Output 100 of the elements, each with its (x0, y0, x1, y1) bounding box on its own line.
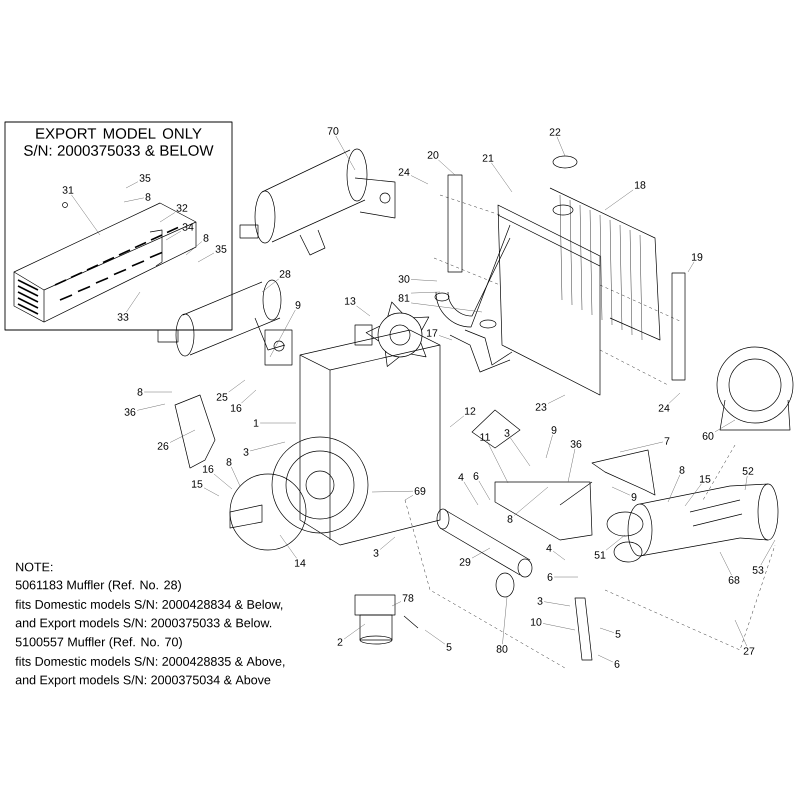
callout-number: 9 (632, 493, 636, 501)
callout-number: 25 (216, 393, 228, 401)
leader-line (356, 306, 370, 316)
callout-number: 80 (496, 645, 508, 653)
callout-number: 30 (398, 275, 410, 283)
callout-number: 26 (158, 442, 168, 450)
callout-number: 15 (192, 480, 202, 488)
leader-line (620, 442, 664, 452)
callout-number: 16 (202, 465, 214, 473)
leader-line (720, 552, 732, 576)
leader-line (260, 422, 296, 424)
callout-number: 27 (744, 647, 754, 655)
callout-number: 29 (460, 558, 470, 566)
callout-number: 10 (530, 618, 542, 626)
callout-number: 31 (62, 186, 74, 194)
callout-number: 6 (548, 573, 552, 581)
leader-line (487, 442, 508, 484)
leader-line (410, 292, 440, 294)
leader-line (744, 476, 748, 490)
leader-line (688, 262, 694, 272)
callout-number: 16 (230, 404, 242, 412)
callout-number: 34 (182, 223, 194, 231)
leader-line (186, 241, 202, 256)
leader-line (450, 416, 464, 428)
callout-number: 3 (373, 549, 378, 557)
note-text: NOTE: (16, 562, 52, 572)
leader-line (231, 466, 240, 486)
callout-number: 78 (402, 594, 414, 602)
callout-number: 60 (702, 432, 714, 440)
leader-line (438, 335, 452, 340)
callout-number: 21 (482, 154, 494, 162)
note-text: fits Domestic models S/N: 2000428835 & Above, (15, 656, 284, 668)
callout-number: 68 (728, 576, 740, 584)
callout-number: 8 (138, 388, 142, 396)
leader-line (410, 302, 482, 312)
leader-line (606, 534, 626, 550)
callout-number: 35 (140, 174, 150, 182)
leader-line (404, 495, 414, 500)
callout-number: 81 (398, 294, 410, 302)
leader-line (542, 623, 576, 630)
callout-number: 23 (536, 403, 546, 411)
leader-line (544, 602, 570, 606)
callout-number: 14 (294, 559, 306, 567)
callout-number: 69 (414, 487, 426, 495)
callout-number: 4 (546, 544, 552, 552)
callout-number: 3 (504, 429, 510, 437)
callout-number: 22 (550, 128, 560, 136)
callout-number: 9 (296, 301, 300, 309)
note-text: and Export models S/N: 2000375034 & Above (16, 675, 270, 687)
note-text: and Export models S/N: 2000375033 & Below. (16, 618, 272, 630)
leader-line (71, 194, 100, 236)
leader-line (554, 576, 578, 578)
leader-line (510, 438, 530, 466)
leader-line (556, 136, 566, 156)
leader-line (126, 182, 138, 188)
leader-line (424, 630, 446, 644)
callout-number: 6 (474, 472, 478, 480)
leader-line (126, 292, 140, 312)
leader-line (136, 404, 166, 411)
leader-line (548, 394, 566, 404)
leader-line (280, 534, 297, 558)
callout-number: 18 (634, 181, 646, 189)
leader-line (464, 482, 478, 506)
callout-number: 4 (458, 473, 464, 481)
leader-line (604, 190, 634, 210)
callout-number: 19 (692, 253, 702, 261)
leader-line (669, 392, 680, 404)
callout-number: 7 (664, 437, 670, 445)
callout-number: 35 (216, 245, 226, 253)
leader-line (600, 628, 614, 633)
callout-number: 11 (480, 433, 490, 441)
leader-line (552, 550, 566, 560)
callout-number: 15 (700, 475, 710, 483)
leader-line (491, 162, 512, 192)
leader-line (684, 484, 702, 506)
leader-line (714, 420, 736, 432)
leader-line (410, 279, 438, 282)
callout-number: 70 (328, 127, 338, 135)
leader-line (478, 480, 490, 500)
leader-line (372, 490, 414, 492)
leader-line (214, 474, 232, 490)
leader-line (124, 198, 144, 202)
leader-line (734, 620, 748, 646)
callout-number: 8 (680, 466, 684, 474)
callout-number: 32 (176, 204, 188, 212)
leader-line (392, 601, 402, 606)
leader-line (198, 252, 214, 262)
leader-line (241, 390, 256, 404)
leader-line (760, 540, 776, 566)
leader-line (598, 654, 614, 662)
note-text: 5061183 Muffler (Ref. No. 28) (16, 580, 181, 592)
callout-number: 6 (614, 660, 620, 668)
callout-number: 36 (124, 408, 136, 416)
callout-number: 8 (226, 458, 232, 466)
callout-number: 1 (254, 419, 258, 427)
callout-number: 5 (616, 630, 620, 638)
leader-line (438, 160, 456, 176)
callout-number: 3 (537, 597, 542, 605)
leader-line (612, 486, 630, 496)
callout-number: 8 (146, 193, 150, 201)
